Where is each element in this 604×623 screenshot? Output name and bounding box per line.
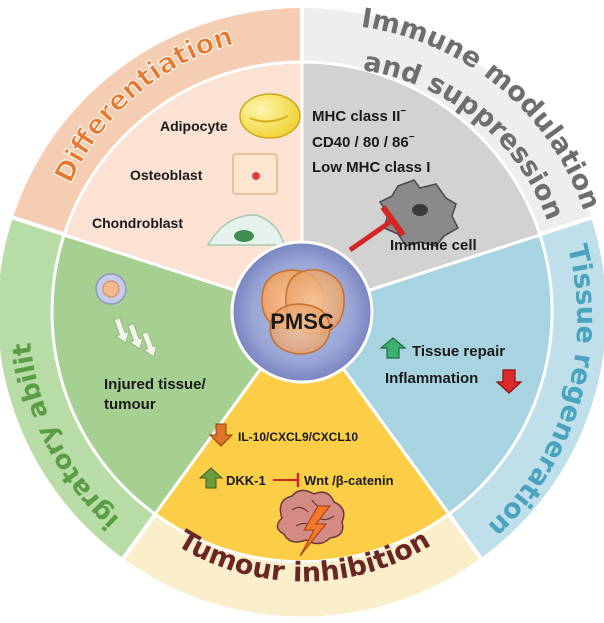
- osteoblast-cell-icon: [232, 153, 278, 195]
- immune-content: MHC class II− CD40 / 80 / 86− Low MHC cl…: [312, 106, 477, 254]
- tissue-content: Tissue repair Inflammation: [379, 337, 523, 394]
- adipocyte-label: Adipocyte: [160, 118, 228, 134]
- down-arrow-icon: [208, 423, 234, 447]
- osteoblast-label: Osteoblast: [130, 167, 203, 183]
- pmsc-cell-icon: [261, 269, 345, 355]
- tissue-repair-label: Tissue repair: [412, 343, 505, 360]
- immune-cell-label: Immune cell: [390, 237, 477, 254]
- tumour-label: tumour: [104, 396, 156, 413]
- migration-arrows-icon: [113, 316, 158, 359]
- migrating-cell-icon: [95, 273, 127, 305]
- tumour-sector-inner: [152, 309, 452, 564]
- cytokines-label: IL-10/CXCL9/CXCL10: [238, 430, 358, 444]
- inhibition-marker-icon: [348, 205, 406, 253]
- pmsc-center: PMSC: [230, 240, 374, 384]
- inflammation-label: Inflammation: [385, 370, 478, 387]
- adipocyte-cell-icon: [239, 93, 301, 139]
- lightning-icon: [299, 505, 332, 557]
- up-arrow-icon: [379, 337, 407, 359]
- chondroblast-cell-icon: [206, 214, 285, 246]
- marker-mhc-class-ii: MHC class II−: [312, 106, 406, 125]
- tumour-icon: [276, 489, 345, 557]
- inhibition-marker-icon: [273, 473, 300, 487]
- marker-low-mhc-class-i: Low MHC class I: [312, 159, 430, 176]
- pmsc-label: PMSC: [270, 309, 334, 334]
- chondroblast-label: Chondroblast: [92, 215, 183, 231]
- migratory-content: Injured tissue/ tumour: [95, 273, 207, 413]
- wnt-beta-catenin-label: Wnt /β-catenin: [304, 473, 394, 488]
- marker-cd40-80-86: CD40 / 80 / 86−: [312, 132, 415, 151]
- tumour-content: IL-10/CXCL9/CXCL10 DKK-1 Wnt /β-catenin: [198, 423, 394, 557]
- up-arrow-icon: [198, 467, 224, 489]
- down-arrow-icon: [495, 369, 523, 394]
- dkk1-label: DKK-1: [226, 473, 266, 488]
- differentiation-content: Adipocyte Osteoblast Chondroblast: [92, 93, 301, 246]
- injured-tissue-label: Injured tissue/: [104, 376, 207, 393]
